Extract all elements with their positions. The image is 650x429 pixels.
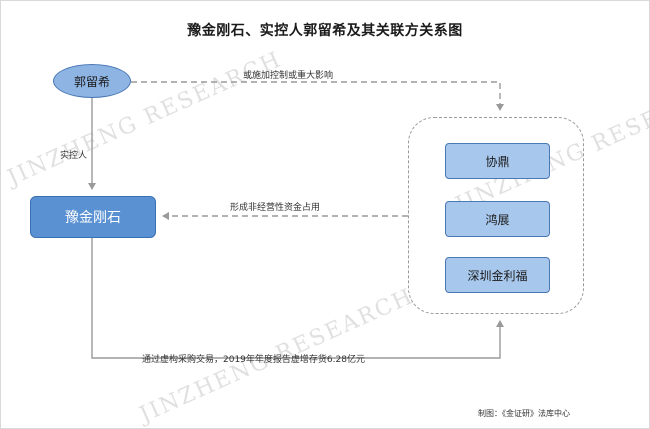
edge-influence — [131, 81, 504, 111]
edge-label-controller: 实控人 — [60, 151, 88, 161]
edge-label-purchase: 通过虚构采购交易，2019年年度报告虚增存货6.28亿元 — [142, 355, 365, 365]
edge-purchase — [91, 238, 504, 359]
node-person: 郭留希 — [53, 64, 131, 98]
node-related-xieding: 协鼎 — [445, 143, 550, 179]
node-company: 豫金刚石 — [30, 196, 156, 238]
diagram-title: 豫金刚石、实控人郭留希及其关联方关系图 — [187, 23, 463, 39]
credit-text: 制图：《金证研》法库中心 — [478, 409, 570, 418]
node-related-hongzhan: 鸿展 — [445, 201, 550, 237]
edge-label-occupy: 形成非经营性资金占用 — [230, 203, 321, 213]
related-parties-group — [408, 117, 584, 314]
edge-label-influence: 或施加控制或重大影响 — [243, 71, 334, 81]
node-related-shenzhen-jinlifu: 深圳金利福 — [445, 257, 550, 293]
